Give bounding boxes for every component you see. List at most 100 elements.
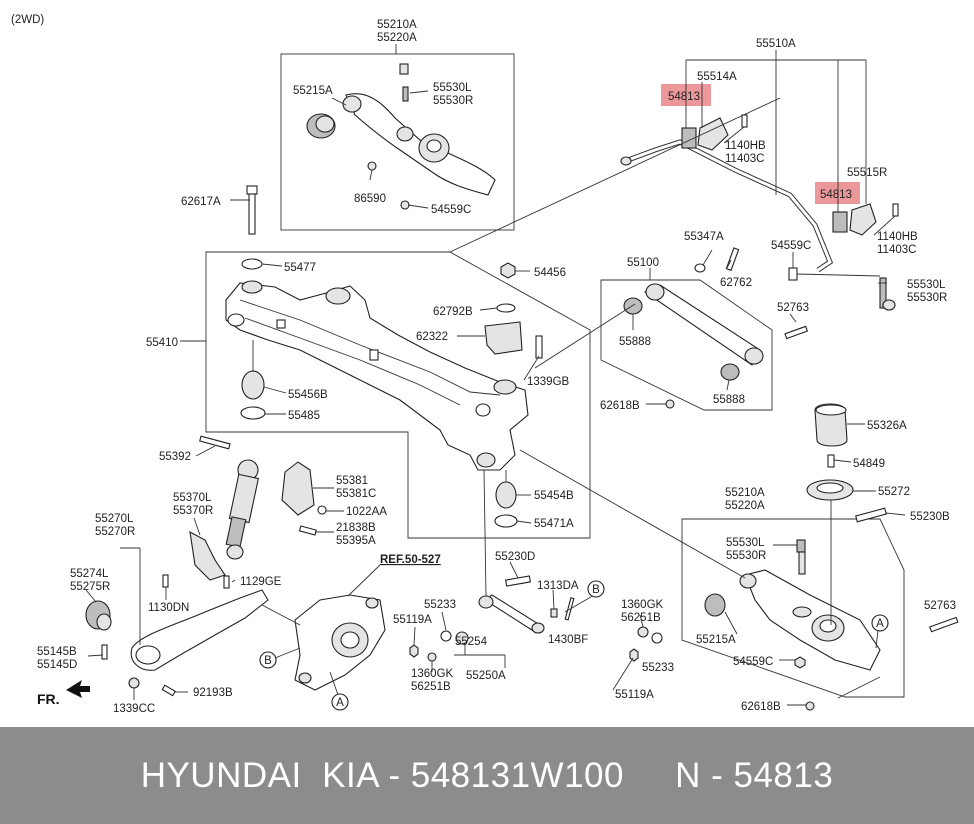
bushing-55454B xyxy=(495,481,517,509)
part-label: 1360GK xyxy=(621,599,664,611)
callout-b-2-text: B xyxy=(592,584,600,596)
lower-arm-drawing xyxy=(704,507,959,711)
part-label: 62618B xyxy=(741,701,781,713)
part-label: 55530R xyxy=(907,292,947,304)
part-label: 1129GE xyxy=(240,576,282,588)
lateral-link-drawing xyxy=(409,575,663,662)
part-label: 62762 xyxy=(720,277,752,289)
part-label: 55477 xyxy=(284,262,316,274)
part-label: 55471A xyxy=(534,518,574,530)
part-label: 55395A xyxy=(336,535,376,547)
part-label: 55381 xyxy=(336,475,368,487)
part-label: 62618B xyxy=(600,400,640,412)
trailing-arm-drawing xyxy=(85,530,269,697)
part-label: 55230B xyxy=(910,511,950,523)
fr-arrow-icon xyxy=(66,680,90,698)
part-label: 55510A xyxy=(756,38,796,50)
part-label: 55210A xyxy=(377,19,417,31)
variant-label: (2WD) xyxy=(11,14,44,26)
ref-label: REF.50-527 xyxy=(380,554,441,566)
part-label: 55230D xyxy=(495,551,535,563)
part-label: 55250A xyxy=(466,670,506,682)
part-label: 55215A xyxy=(293,85,333,97)
shock-absorber-drawing xyxy=(199,435,327,560)
part-label: 55515R xyxy=(847,167,887,179)
part-label: 21838B xyxy=(336,522,376,534)
part-label: 1313DA xyxy=(537,580,579,592)
nut-54456 xyxy=(500,262,516,279)
part-label: 54559C xyxy=(771,240,811,252)
part-label: 54849 xyxy=(853,458,885,470)
callout-b-2: B xyxy=(587,580,605,598)
part-label: 55145D xyxy=(37,659,77,671)
part-label: 86590 xyxy=(354,193,386,205)
part-label: 1130DN xyxy=(148,602,189,614)
subframe-drawing xyxy=(225,280,529,471)
part-label: 55272 xyxy=(878,486,910,498)
part-label: 52763 xyxy=(924,600,956,612)
callout-b-1-text: B xyxy=(264,655,272,667)
bolt-62617A xyxy=(246,185,258,235)
fr-label: FR. xyxy=(37,691,60,707)
washer-62792B xyxy=(496,303,516,313)
part-label: 1360GK xyxy=(411,668,454,680)
part-label: 62322 xyxy=(416,331,448,343)
part-label: 55381C xyxy=(336,488,376,500)
part-label: 52763 xyxy=(777,302,809,314)
bushing-55456B xyxy=(241,370,265,400)
part-number-text: HYUNDAI KIA - 548131W100 N - 54813 xyxy=(140,755,834,795)
part-label: 55888 xyxy=(713,394,745,406)
leader-lines xyxy=(85,44,906,706)
highlight-54813-right xyxy=(815,182,860,204)
washer-55477 xyxy=(241,258,263,270)
part-label: 55254 xyxy=(455,636,488,648)
knuckle-drawing xyxy=(294,594,386,691)
part-label: 55233 xyxy=(642,662,674,674)
callout-a-2: A xyxy=(871,614,889,632)
upper-arm-top-drawing xyxy=(306,63,496,210)
part-label: 62792B xyxy=(433,306,473,318)
part-label: 55392 xyxy=(159,451,191,463)
part-label: 55233 xyxy=(424,599,456,611)
part-label: 55326A xyxy=(867,420,907,432)
part-label: 55275R xyxy=(70,581,110,593)
part-label: 55530L xyxy=(726,537,765,549)
part-label: 55270R xyxy=(95,526,135,538)
part-label: 55145B xyxy=(37,646,77,658)
part-label: 1140HB xyxy=(725,140,766,152)
part-label: 1430BF xyxy=(548,634,588,646)
part-label: 55530R xyxy=(433,95,473,107)
cap-55485 xyxy=(240,406,266,420)
target-part-label-left: 54813 xyxy=(668,91,700,103)
part-label: 11403C xyxy=(877,244,916,256)
part-label: 55485 xyxy=(288,410,320,422)
target-part-label-right: 54813 xyxy=(820,189,852,201)
part-label: 11403C xyxy=(725,153,764,165)
part-label: 55119A xyxy=(393,614,432,626)
part-label: 54456 xyxy=(534,267,566,279)
part-label: 55220A xyxy=(725,500,765,512)
callout-a-1: A xyxy=(331,693,349,711)
stabilizer-bar-drawing xyxy=(620,114,899,311)
assist-arm-drawing xyxy=(623,247,809,409)
part-number-banner: HYUNDAI KIA - 548131W100 N - 54813 xyxy=(0,727,974,824)
part-label: 55456B xyxy=(288,389,328,401)
part-label: 55454B xyxy=(534,490,574,502)
spring-parts-drawing xyxy=(806,403,854,501)
part-label: 55215A xyxy=(696,634,736,646)
upper-arm-frame xyxy=(280,53,515,231)
part-label: 1339GB xyxy=(527,376,570,388)
part-label: 92193B xyxy=(193,687,233,699)
part-label: 55370R xyxy=(173,505,213,517)
part-label: 55370L xyxy=(173,492,212,504)
part-label: 54559C xyxy=(733,656,773,668)
part-label: 62617A xyxy=(181,196,221,208)
callout-a-2-text: A xyxy=(876,618,884,630)
callout-b-1: B xyxy=(259,651,277,669)
part-label: 1022AA xyxy=(346,506,387,518)
part-label: 55530L xyxy=(907,279,946,291)
part-label: 55530R xyxy=(726,550,766,562)
part-label: 55530L xyxy=(433,82,472,94)
part-label: 55274L xyxy=(70,568,109,580)
part-label: 1339CC xyxy=(113,703,155,715)
